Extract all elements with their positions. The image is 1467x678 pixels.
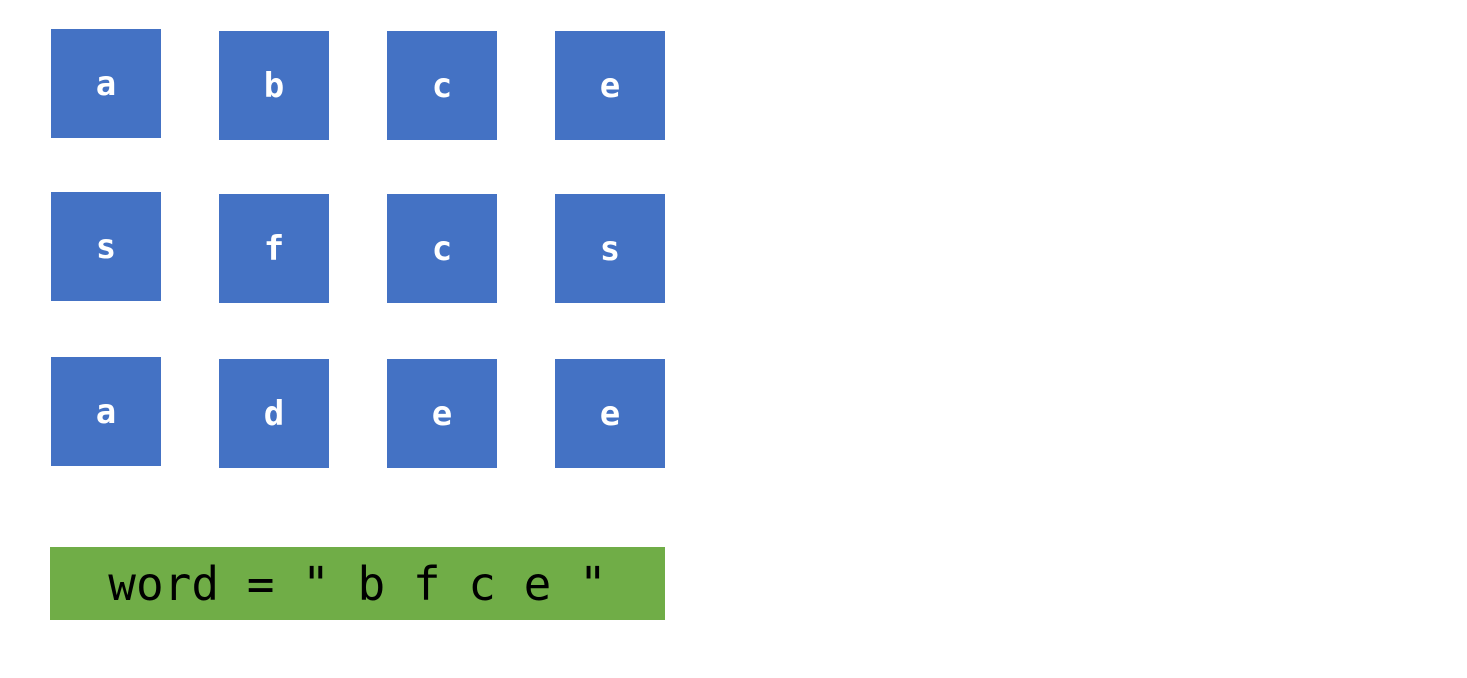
grid-cell-r2-c0: a	[51, 357, 161, 466]
grid-cell-r0-c2: c	[387, 31, 497, 140]
grid-cell-r1-c3: s	[555, 194, 665, 303]
grid-cell-r0-c0: a	[51, 29, 161, 138]
word-label: word = " b f c e "	[50, 547, 665, 620]
grid-cell-r0-c3: e	[555, 31, 665, 140]
grid-cell-r0-c1: b	[219, 31, 329, 140]
grid-cell-r2-c3: e	[555, 359, 665, 468]
grid-cell-r2-c2: e	[387, 359, 497, 468]
grid-cell-r1-c0: s	[51, 192, 161, 301]
grid-cell-r1-c2: c	[387, 194, 497, 303]
grid-cell-r2-c1: d	[219, 359, 329, 468]
grid-cell-r1-c1: f	[219, 194, 329, 303]
